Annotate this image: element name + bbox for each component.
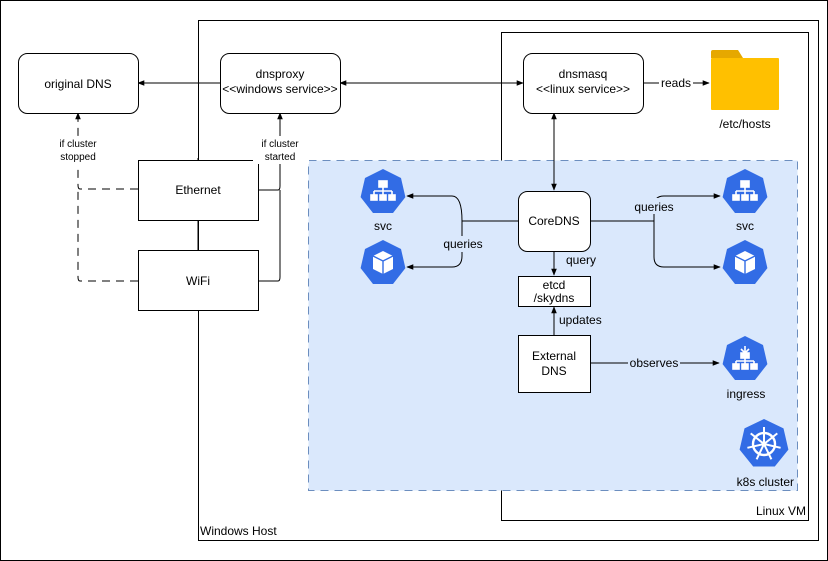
reads-label: reads	[661, 76, 691, 90]
original-dns-label: original DNS	[44, 77, 111, 91]
queries-right-bg	[631, 198, 677, 214]
pod-icon[interactable]	[360, 240, 406, 284]
observes-label: observes	[630, 356, 679, 370]
external-dns-line2: DNS	[541, 364, 566, 378]
dnsmasq-title: dnsmasq	[559, 67, 608, 81]
dnsproxy-stereotype: <<windows service>>	[222, 82, 337, 96]
updates-label: updates	[559, 313, 602, 327]
folder-icon[interactable]	[711, 50, 779, 110]
dnsproxy-title: dnsproxy	[256, 67, 305, 81]
if-cluster-stopped-line1: if cluster	[59, 139, 97, 150]
original-dns-node[interactable]: original DNS	[18, 53, 139, 114]
coredns-label: CoreDNS	[528, 214, 579, 228]
if-cluster-started-line2: started	[265, 152, 296, 163]
edge-coredns-to-pod-left	[406, 220, 518, 270]
windows-host-label: Windows Host	[200, 524, 277, 538]
dnsmasq-stereotype: <<linux service>>	[536, 82, 630, 96]
edge-ethernet-to-dnsproxy	[258, 112, 283, 191]
etcd-title: etcd	[543, 278, 566, 292]
ethernet-label: Ethernet	[175, 183, 221, 197]
coredns-node[interactable]: CoreDNS	[518, 191, 591, 252]
kubernetes-logo-icon	[739, 419, 789, 467]
dnsmasq-node[interactable]: dnsmasq <<linux service>>	[523, 53, 644, 114]
edge-wifi-to-original-dns	[77, 189, 138, 282]
pod-icon[interactable]	[722, 240, 768, 284]
etcd-node[interactable]: etcd /skydns	[518, 276, 591, 307]
ingress-label: ingress	[727, 387, 766, 401]
queries-left-bg	[440, 236, 486, 252]
ingress-icon[interactable]	[722, 336, 768, 380]
dnsproxy-node[interactable]: dnsproxy <<windows service>>	[220, 53, 341, 114]
svc-left-label: svc	[374, 219, 392, 233]
edge-coredns-to-pod-right	[590, 220, 721, 270]
queries-left-label: queries	[443, 237, 482, 251]
if-cluster-started-bg	[253, 136, 309, 164]
etc-hosts-label: /etc/hosts	[719, 117, 770, 131]
k8s-cluster-label: k8s cluster	[737, 475, 794, 489]
linux-vm-label: Linux VM	[756, 504, 806, 518]
svc-right-label: svc	[736, 219, 754, 233]
etcd-path: /skydns	[534, 291, 575, 305]
wifi-node[interactable]: WiFi	[138, 250, 259, 311]
external-dns-node[interactable]: External DNS	[518, 335, 591, 393]
edge-wifi-to-dnsproxy	[258, 190, 281, 282]
queries-right-label: queries	[634, 200, 673, 214]
svc-icon[interactable]	[360, 169, 406, 213]
edge-ethernet-to-original-dns	[75, 112, 138, 190]
wifi-label: WiFi	[186, 274, 210, 288]
ethernet-node[interactable]: Ethernet	[138, 160, 259, 221]
observes-bg	[628, 355, 680, 371]
if-cluster-started-line1: if cluster	[261, 139, 299, 150]
if-cluster-stopped-bg	[50, 136, 106, 164]
query-label: query	[566, 253, 596, 267]
svc-icon[interactable]	[722, 169, 768, 213]
external-dns-line1: External	[532, 349, 576, 363]
reads-label-bg	[659, 74, 693, 90]
if-cluster-stopped-line2: stopped	[60, 152, 96, 163]
